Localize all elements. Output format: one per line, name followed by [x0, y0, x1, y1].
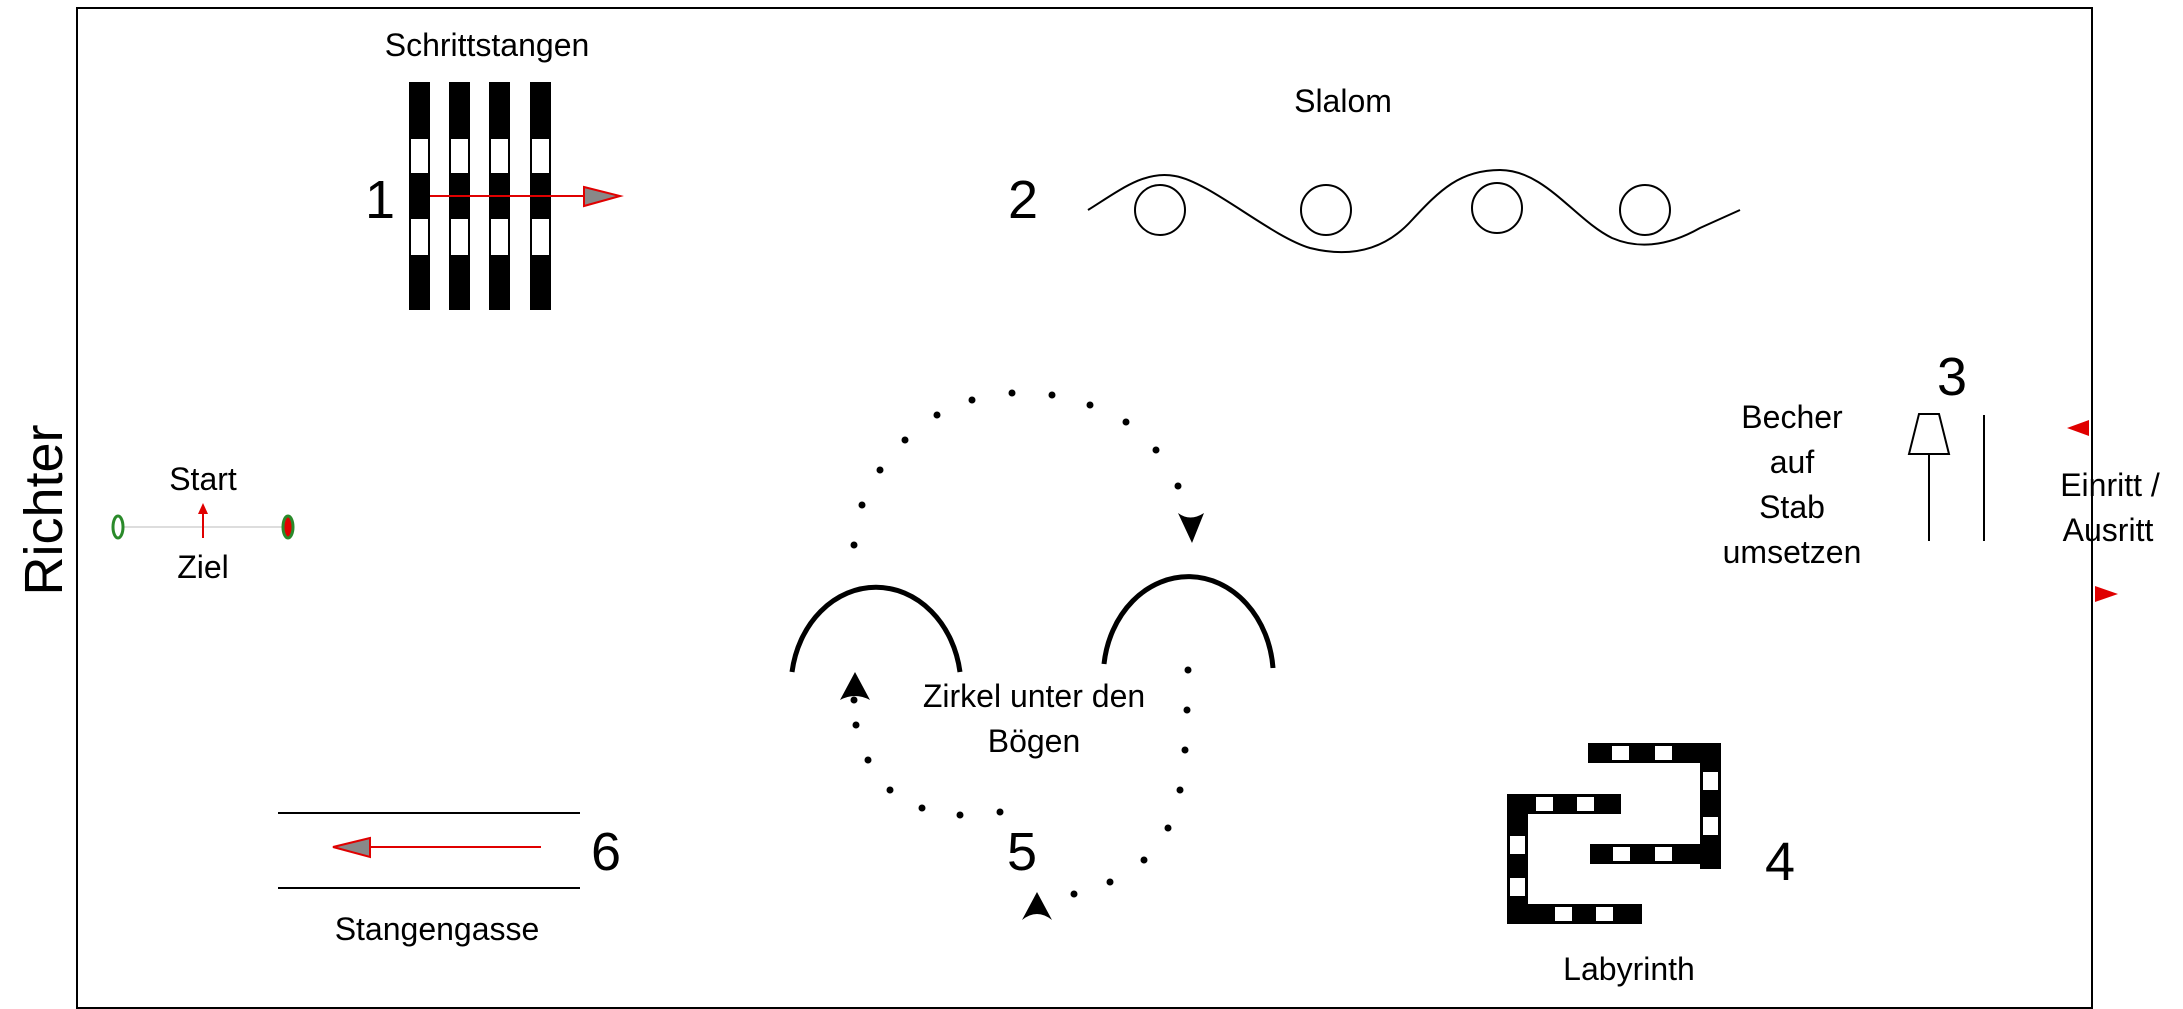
start-finish: Start Ziel: [111, 461, 295, 585]
zirkel-label-line-2: Bögen: [988, 723, 1081, 759]
slalom-cone-3: [1471, 182, 1523, 234]
station-slalom: Slalom 2: [1008, 83, 1741, 254]
entrance-marker-top: [2067, 420, 2089, 436]
start-label: Start: [169, 461, 237, 497]
becher-number: 3: [1937, 347, 1967, 407]
entrance-exit: Einritt / Ausritt: [2060, 420, 2160, 602]
circle-arrowhead-left: [840, 672, 870, 700]
labyrinth-label: Labyrinth: [1563, 951, 1695, 987]
direction-arrow-1: [430, 185, 624, 208]
slalom-number: 2: [1008, 170, 1038, 230]
direction-arrow-6: [332, 836, 541, 859]
station-schrittstangen: Schrittstangen 1: [365, 27, 624, 310]
becher-label-line-1: Becher: [1741, 399, 1843, 435]
labyrinth-number: 4: [1765, 832, 1795, 892]
circle-path-dots: [850, 389, 1192, 898]
slalom-path: [1087, 168, 1741, 254]
arch-left: [789, 584, 963, 673]
schrittstangen-label: Schrittstangen: [385, 27, 590, 63]
circle-arrowhead-right: [1178, 513, 1204, 543]
arena-border: [76, 7, 2093, 1009]
becher-label-line-3: Stab: [1759, 489, 1825, 525]
slalom-cone-1: [1134, 184, 1186, 236]
start-post-right: [281, 514, 295, 540]
judge-label: Richter: [14, 424, 74, 595]
becher-label-line-4: umsetzen: [1723, 534, 1862, 570]
entrance-label-line-2: Ausritt: [2063, 512, 2154, 548]
entrance-marker-bottom: [2095, 586, 2118, 602]
becher-label-line-2: auf: [1770, 444, 1815, 480]
start-post-left: [111, 514, 125, 540]
slalom-label: Slalom: [1294, 83, 1392, 119]
station-stangengasse: 6 Stangengasse: [278, 812, 621, 947]
arch-right: [1101, 574, 1276, 669]
entrance-label-line-1: Einritt /: [2060, 467, 2160, 503]
stangengasse-label: Stangengasse: [335, 911, 540, 947]
schrittstangen-number: 1: [365, 170, 395, 230]
labyrinth-poles: [1507, 743, 1721, 924]
station-zirkel: Zirkel unter den Bögen 5: [789, 389, 1276, 920]
station-labyrinth: 4 Labyrinth: [1507, 743, 1795, 987]
ziel-label: Ziel: [177, 549, 229, 585]
zirkel-number: 5: [1007, 822, 1037, 882]
zirkel-label-line-1: Zirkel unter den: [923, 678, 1145, 714]
circle-arrowhead-bottom: [1022, 892, 1052, 920]
slalom-cone-4: [1619, 184, 1671, 236]
slalom-cone-2: [1300, 184, 1352, 236]
station-becher: 3 Becher auf Stab umsetzen: [1723, 347, 1985, 570]
stangengasse-number: 6: [591, 822, 621, 882]
cup-stand: [1907, 413, 1951, 541]
